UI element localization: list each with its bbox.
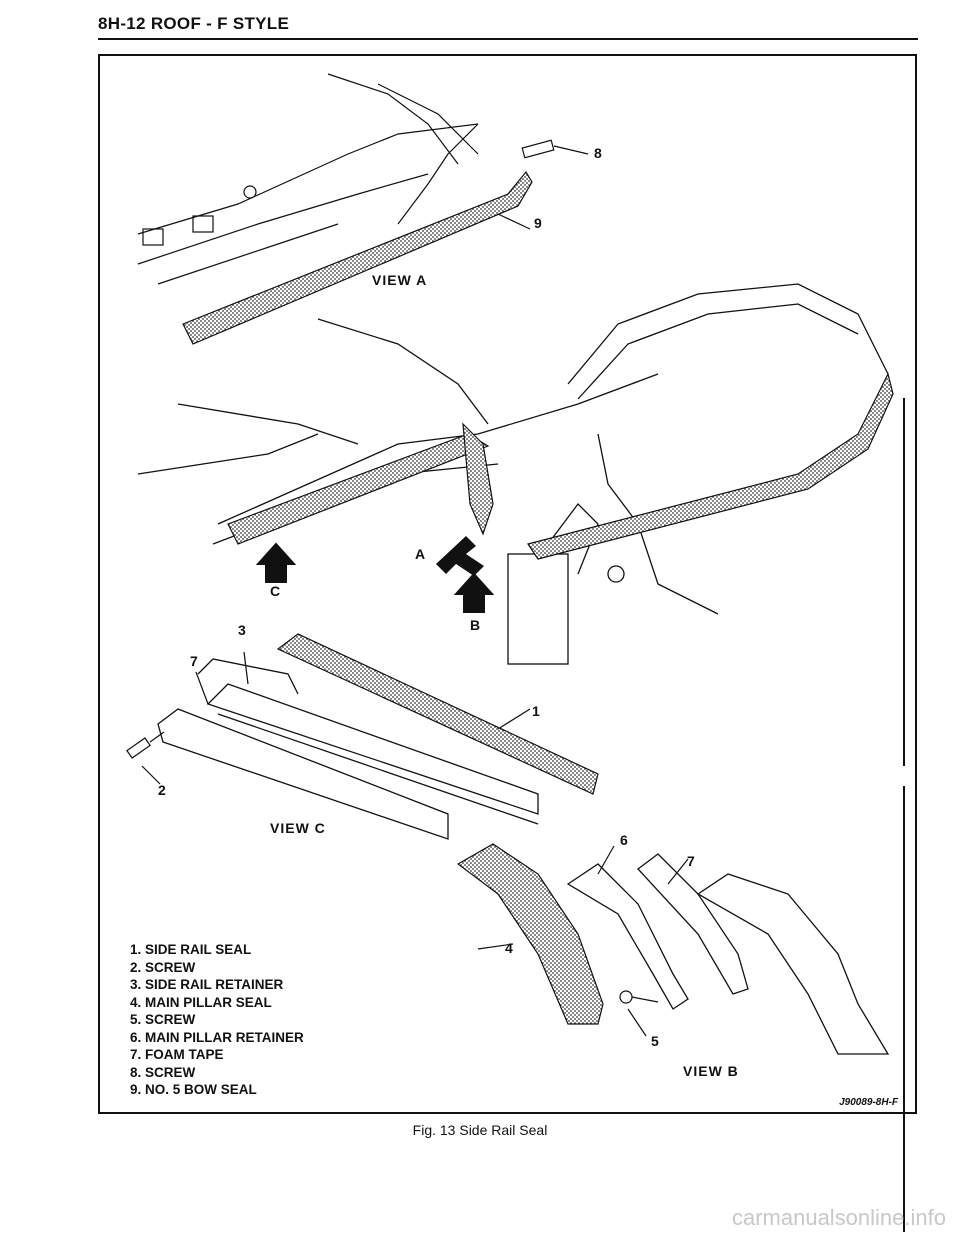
arrow-a-letter: A [415,546,426,562]
parts-list: 1. SIDE RAIL SEAL 2. SCREW 3. SIDE RAIL … [130,941,304,1099]
callout-5: 5 [651,1033,659,1049]
header-rule [98,38,918,40]
side-rail-seal-1 [276,633,599,795]
callout-6: 6 [620,832,628,848]
callout-2: 2 [158,782,166,798]
bow-seal-9 [182,170,533,345]
callout-4: 4 [505,940,513,956]
main-pillar-upper [462,422,494,536]
figure-frame [98,54,917,1114]
main-pillar-seal-4 [456,843,604,1025]
arrow-a [436,536,484,576]
parts-list-item: 1. SIDE RAIL SEAL [130,942,252,957]
callout-7-left: 7 [190,653,198,669]
view-c-label: VIEW C [270,820,326,836]
parts-list-item: 6. MAIN PILLAR RETAINER [130,1029,304,1045]
arrow-b-letter: B [470,617,481,633]
side-rail-seal-roof [227,433,490,545]
technical-illustration [126,73,894,1055]
arrow-c [255,542,297,583]
arrow-b [453,572,495,613]
side-rail-retainer-3 [157,658,539,840]
parts-list-item: 3. SIDE RAIL RETAINER [130,977,284,992]
screw-2 [126,731,165,759]
parts-list-item: 9. NO. 5 BOW SEAL [130,1082,257,1097]
callout-9: 9 [534,215,542,231]
parts-list-item: 5. SCREW [130,1012,196,1027]
callout-7-right: 7 [687,853,695,869]
view-a-drawing [137,73,479,285]
parts-list-item: 4. MAIN PILLAR SEAL [130,994,272,1010]
callout-3: 3 [238,622,246,638]
screw-8 [521,139,589,159]
view-a-label: VIEW A [372,272,428,288]
main-pillar-retainer-6 [566,853,890,1055]
figure-code: J90089-8H-F [839,1097,898,1108]
view-b-label: VIEW B [683,1063,739,1079]
callout-8: 8 [594,145,602,161]
margin-rule-lower [903,786,905,1232]
figure-caption: Fig. 13 Side Rail Seal [412,1122,548,1138]
bow-seal-large [527,372,894,560]
parts-list-item: 7. FOAM TAPE [130,1047,224,1062]
parts-list-item: 8. SCREW [130,1064,196,1080]
arrow-c-letter: C [270,583,281,599]
screw-5 [619,990,659,1004]
watermark: carmanualsonline.info [731,1205,946,1230]
margin-rule-upper [903,398,905,766]
parts-list-item: 2. SCREW [130,959,196,975]
main-assembly [137,283,889,665]
callout-1: 1 [532,703,540,719]
page-header: 8H-12 ROOF - F STYLE [98,14,290,33]
